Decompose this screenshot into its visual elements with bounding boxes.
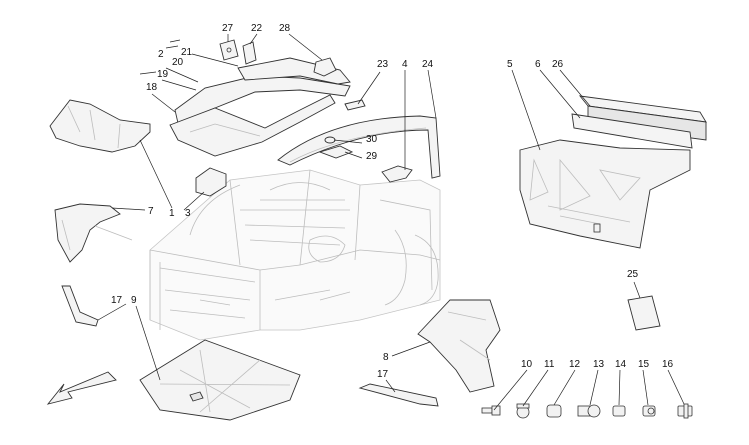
label-26: 26 xyxy=(552,59,564,70)
plate-part-23 xyxy=(344,99,366,111)
label-14: 14 xyxy=(615,359,627,370)
bracket-part-3 xyxy=(195,167,227,197)
hardware-part-10 xyxy=(481,405,501,416)
label-20: 20 xyxy=(172,57,184,68)
label-13: 13 xyxy=(593,359,605,370)
hardware-part-11 xyxy=(516,403,530,419)
hardware-part-13 xyxy=(577,404,601,418)
front-subframe-part-1 xyxy=(49,99,151,153)
label-15: 15 xyxy=(638,359,650,370)
hardware-part-16 xyxy=(677,403,693,419)
main-chassis-frame xyxy=(149,169,441,341)
support-part-7 xyxy=(54,203,133,263)
windscreen-frame-part-24 xyxy=(277,115,441,179)
cross-member-part-21 xyxy=(237,57,351,85)
label-24: 24 xyxy=(422,59,434,70)
label-17-right: 17 xyxy=(377,369,389,380)
label-28: 28 xyxy=(279,23,291,34)
label-21: 21 xyxy=(181,47,193,58)
label-6: 6 xyxy=(535,59,541,70)
strip-part-18 xyxy=(139,71,157,75)
rear-bulkhead-part-5 xyxy=(519,139,691,249)
upper-rail-part-19 xyxy=(169,94,336,157)
label-2: 2 xyxy=(158,49,164,60)
label-12: 12 xyxy=(569,359,581,370)
label-18: 18 xyxy=(146,82,158,93)
label-7: 7 xyxy=(148,206,154,217)
label-22: 22 xyxy=(251,23,263,34)
strip-part-17-right xyxy=(358,383,439,407)
bracket-part-22 xyxy=(242,41,257,65)
label-9: 9 xyxy=(131,295,137,306)
hardware-part-14 xyxy=(612,405,626,417)
label-17-left: 17 xyxy=(111,295,123,306)
leader-lines xyxy=(97,33,685,411)
label-4: 4 xyxy=(402,59,408,70)
front-direction-arrow xyxy=(46,371,117,405)
label-1: 1 xyxy=(169,208,175,219)
label-23: 23 xyxy=(377,59,389,70)
label-27: 27 xyxy=(222,23,234,34)
label-30: 30 xyxy=(366,134,378,145)
rear-beam-part-6 xyxy=(571,113,693,149)
bracket-part-4 xyxy=(381,165,413,183)
grommet-part-30 xyxy=(324,136,336,144)
bracket-part-28 xyxy=(313,57,337,77)
support-part-8 xyxy=(417,299,501,393)
underbody-panel-part-9 xyxy=(139,339,301,421)
strip-part-2 xyxy=(165,39,181,49)
label-11: 11 xyxy=(544,359,555,370)
label-25: 25 xyxy=(627,269,639,280)
part-number-labels: 27 22 28 2 21 20 19 18 23 4 24 30 29 1 3… xyxy=(111,23,674,380)
label-19: 19 xyxy=(157,69,169,80)
hardware-part-15 xyxy=(642,405,656,417)
label-29: 29 xyxy=(366,151,378,162)
plate-part-29 xyxy=(318,145,354,159)
label-16: 16 xyxy=(662,359,674,370)
strip-part-17-left xyxy=(61,285,99,327)
label-5: 5 xyxy=(507,59,513,70)
hardware-part-12 xyxy=(546,404,562,418)
label-8: 8 xyxy=(383,352,389,363)
pad-part-25 xyxy=(627,295,661,331)
bracket-part-27 xyxy=(219,39,239,61)
label-10: 10 xyxy=(521,359,533,370)
label-3: 3 xyxy=(185,208,191,219)
